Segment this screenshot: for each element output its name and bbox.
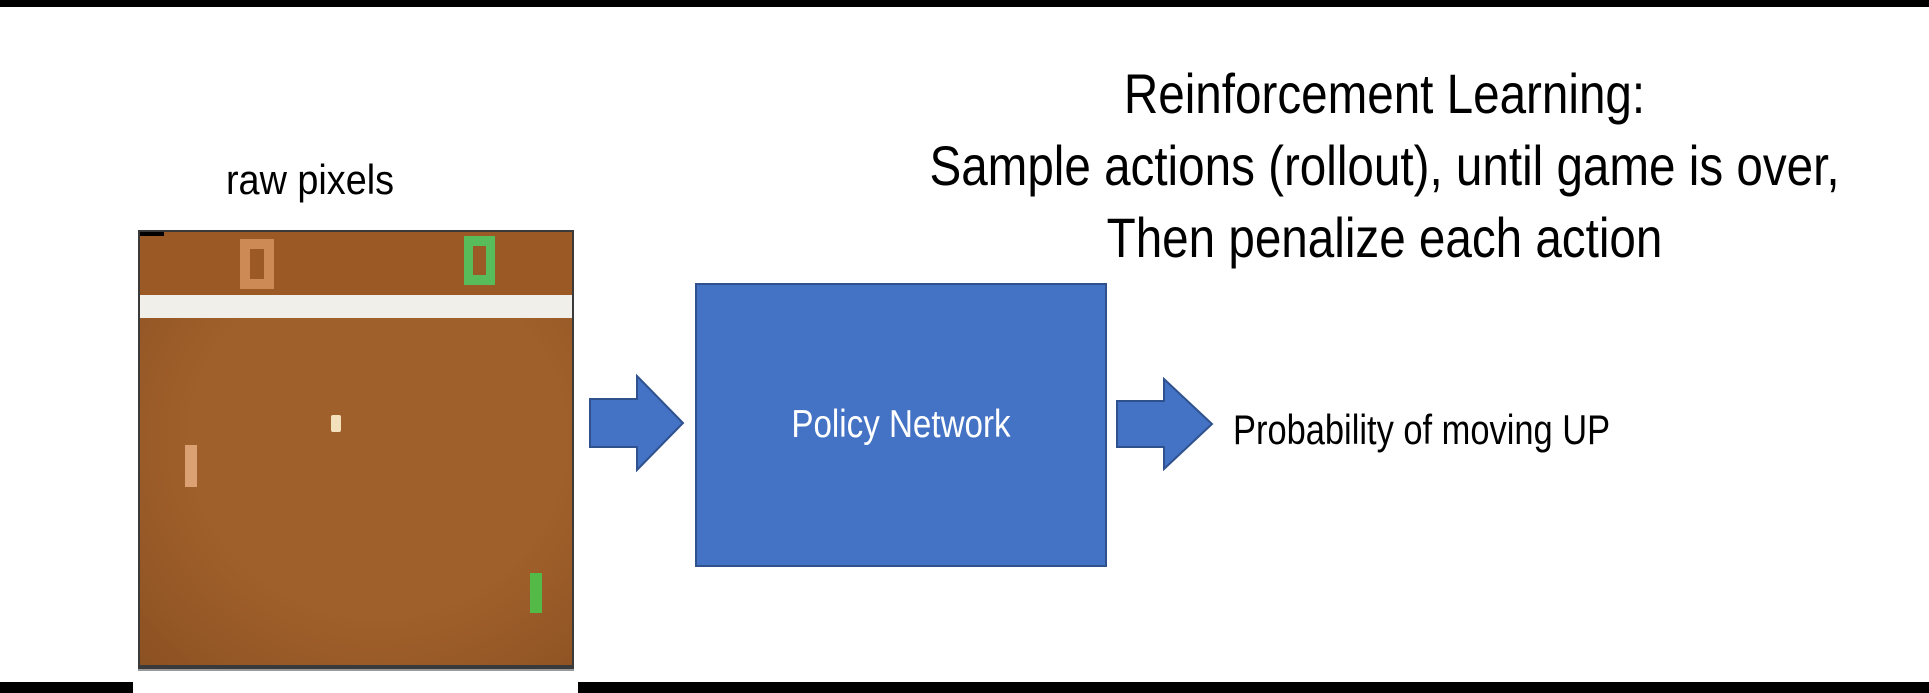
left-score-hole: [250, 249, 264, 279]
pong-ball: [331, 415, 341, 432]
right-paddle: [530, 573, 542, 613]
output-arrow-icon: [1116, 377, 1214, 471]
bottom-bar-white-gap: [133, 682, 578, 693]
left-player-score-zero: [240, 239, 274, 289]
probability-output-label: Probability of moving UP: [1233, 406, 1611, 453]
top-black-bar: [0, 0, 1929, 7]
pong-game-screenshot: [138, 230, 574, 669]
raw-pixels-label: raw pixels: [225, 156, 395, 203]
score-divider-band: [140, 295, 572, 318]
screen-top-left-notch: [140, 232, 164, 236]
slide-title-line-1: Reinforcement Learning:: [1123, 62, 1646, 125]
slide-title: Reinforcement Learning: Sample actions (…: [922, 58, 1848, 274]
policy-network-box: Policy Network: [695, 283, 1107, 567]
right-player-score-zero: [464, 236, 495, 285]
slide-title-line-3: Then penalize each action: [1106, 206, 1663, 269]
slide-title-line-2: Sample actions (rollout), until game is …: [929, 134, 1840, 197]
playfield: [140, 318, 572, 665]
input-arrow-icon: [589, 374, 685, 472]
bottom-black-bar: [0, 682, 1929, 693]
policy-network-label: Policy Network: [791, 403, 1011, 446]
right-score-hole: [473, 246, 486, 275]
left-paddle: [185, 445, 197, 487]
